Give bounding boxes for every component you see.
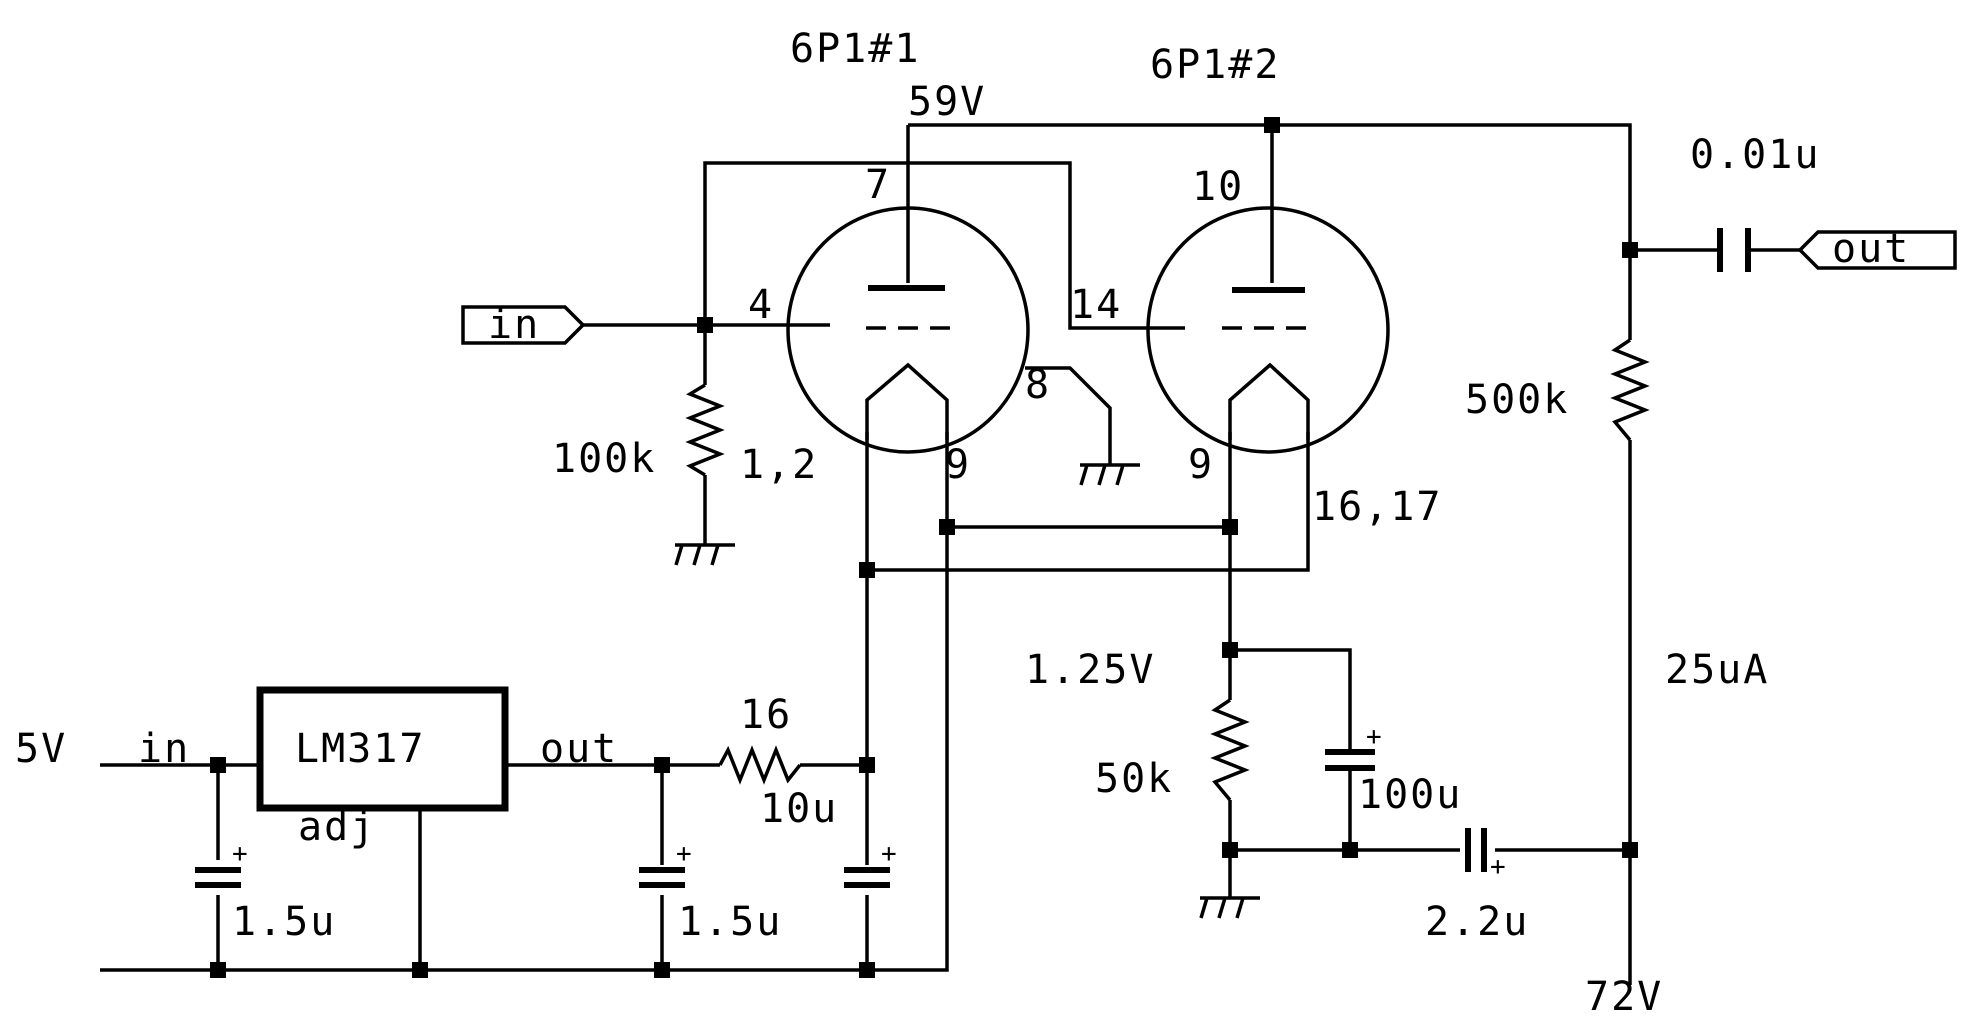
regulator-adj-label: adj bbox=[298, 804, 376, 850]
ground-symbol-screen bbox=[1079, 463, 1140, 486]
tube2 bbox=[1146, 206, 1390, 454]
tube1-pin-plate: 7 bbox=[865, 162, 891, 208]
polarity-plus-marks: + bbox=[232, 839, 248, 869]
reg-out-cap-label: 1.5u bbox=[678, 899, 782, 945]
cathode-capacitor bbox=[1325, 725, 1375, 790]
current-label: 25uA bbox=[1665, 647, 1769, 693]
screen-ground-wire bbox=[1025, 366, 1112, 465]
ground-symbol-cathode bbox=[1199, 896, 1260, 919]
supply-high-voltage: 72V bbox=[1585, 974, 1663, 1020]
cathode-cap-wire bbox=[1230, 648, 1352, 725]
tube2-pin-heater: 9 bbox=[1188, 442, 1214, 488]
cathode-resistor-label: 50k bbox=[1095, 756, 1173, 802]
plate-rail-wire bbox=[908, 123, 1632, 250]
regulator-in-label: in bbox=[138, 726, 190, 772]
heater-resistor-label: 16 bbox=[740, 692, 792, 738]
supply-input-voltage: 5V bbox=[15, 726, 67, 772]
filter-cap-label: 10u bbox=[760, 786, 838, 832]
input-port[interactable] bbox=[461, 305, 586, 345]
heater-resistor bbox=[718, 745, 802, 785]
polarity-plus-marks-5: + bbox=[1490, 852, 1506, 882]
cathode-voltage: 1.25V bbox=[1025, 647, 1155, 693]
bypass-capacitor bbox=[1465, 828, 1487, 872]
load-resistor-label: 500k bbox=[1465, 377, 1569, 423]
heater-bus-lower bbox=[867, 432, 1310, 572]
tube1-envelope bbox=[786, 206, 1030, 454]
feedback-wire bbox=[703, 161, 1185, 330]
output-port[interactable] bbox=[1797, 230, 1957, 270]
coupling-cap-label: 0.01u bbox=[1690, 132, 1820, 178]
regulator-box bbox=[256, 686, 509, 812]
load-resistor bbox=[1610, 338, 1650, 442]
reg-in-capacitor bbox=[195, 867, 241, 888]
grid-resistor bbox=[685, 383, 725, 477]
polarity-plus-marks-2: + bbox=[676, 839, 692, 869]
cathode-cap-label: 100u bbox=[1358, 772, 1462, 818]
wires bbox=[100, 123, 1800, 985]
plate-voltage: 59V bbox=[908, 79, 986, 125]
tube2-pin-plate: 10 bbox=[1192, 164, 1244, 210]
coupling-capacitor bbox=[1717, 228, 1751, 272]
tube2-pin-grid: 14 bbox=[1070, 282, 1122, 328]
tube1-heater bbox=[865, 362, 949, 440]
cathode-bus-wire bbox=[1230, 790, 1352, 852]
tube2-heater bbox=[1228, 362, 1310, 440]
heater-right-wire bbox=[867, 432, 949, 972]
regulator-out-label: out bbox=[540, 726, 618, 772]
tube2-pin-heater2: 16,17 bbox=[1312, 484, 1442, 530]
polarity-plus-marks-3: + bbox=[881, 839, 897, 869]
output-port-label[interactable]: out bbox=[1832, 226, 1910, 272]
tube1-pin-screen: 8 bbox=[1025, 362, 1051, 408]
polarity-plus-marks-4: + bbox=[1366, 722, 1382, 752]
tube2-name: 6P1#2 bbox=[1150, 42, 1280, 88]
tube1-pin-cathode: 1,2 bbox=[740, 442, 818, 488]
filter-capacitor bbox=[844, 867, 890, 888]
tube1 bbox=[786, 206, 1030, 454]
ground-symbol-grid bbox=[674, 543, 735, 566]
input-port-label[interactable]: in bbox=[488, 302, 540, 348]
cathode-resistor bbox=[1210, 698, 1250, 802]
reg-in-cap-label: 1.5u bbox=[232, 899, 336, 945]
tube1-pin-heater: 9 bbox=[945, 442, 971, 488]
bypass-cap-label: 2.2u bbox=[1425, 899, 1529, 945]
reg-out-capacitor bbox=[639, 867, 685, 888]
tube1-name: 6P1#1 bbox=[790, 26, 920, 72]
grid-resistor-label: 100k bbox=[552, 436, 656, 482]
regulator-name: LM317 bbox=[295, 726, 425, 772]
tube1-pin-grid: 4 bbox=[748, 282, 774, 328]
junction-dots bbox=[210, 117, 1638, 978]
tube2-envelope bbox=[1146, 206, 1390, 454]
